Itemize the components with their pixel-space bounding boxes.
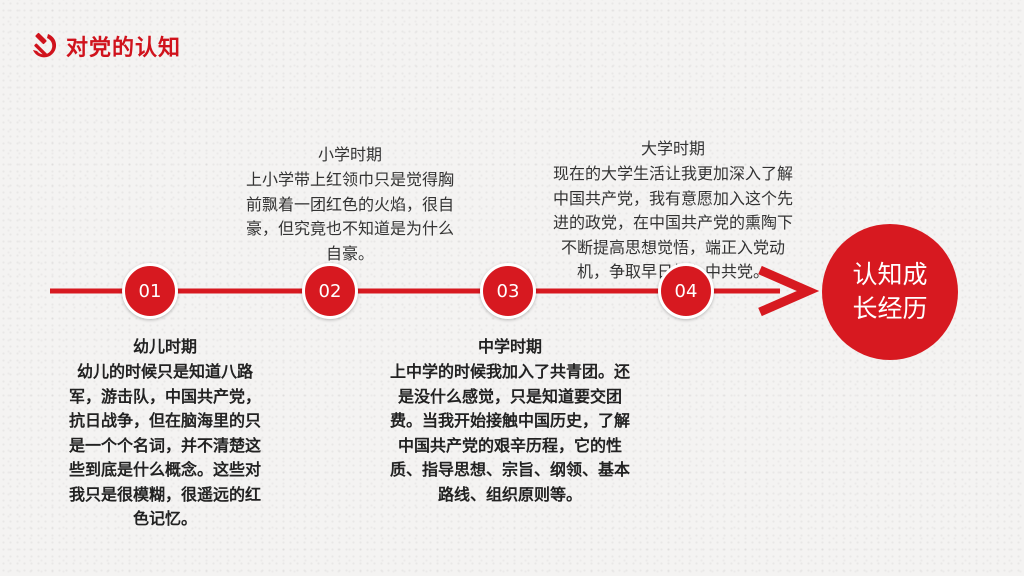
- stage-4-text: 大学时期 现在的大学生活让我更加深入了解中国共产党，我有意愿加入这个先进的政党，…: [553, 138, 793, 285]
- stage-1-body: 幼儿的时候只是知道八路军，游击队，中国共产党，抗日战争，但在脑海里的只是一个个名…: [68, 362, 261, 528]
- stage-4-body: 现在的大学生活让我更加深入了解中国共产党，我有意愿加入这个先进的政党，在中国共产…: [553, 164, 794, 281]
- stage-2-text: 小学时期 上小学带上红领巾只是觉得胸前飘着一团红色的火焰，很自豪，但究竟也不知道…: [240, 144, 460, 266]
- hammer-sickle-icon: [33, 32, 57, 58]
- stage-1-title: 幼儿时期: [132, 337, 197, 356]
- center-label: 认知成长经历: [852, 260, 928, 323]
- stage-3-body: 上中学的时候我加入了共青团。还是没什么感觉，只是知道要交团费。当我开始接触中国历…: [390, 362, 631, 504]
- stage-1-node: 01: [122, 263, 178, 319]
- stage-4-node: 04: [658, 263, 714, 319]
- stage-2-node: 02: [302, 263, 358, 319]
- stage-4-title: 大学时期: [640, 139, 705, 158]
- stage-2-body: 上小学带上红领巾只是觉得胸前飘着一团红色的火焰，很自豪，但究竟也不知道是为什么自…: [245, 170, 454, 263]
- page-title: 对党的认知: [66, 36, 182, 61]
- stage-2-title: 小学时期: [317, 145, 382, 164]
- stage-1-text: 幼儿时期 幼儿的时候只是知道八路军，游击队，中国共产党，抗日战争，但在脑海里的只…: [64, 336, 266, 532]
- stage-3-node: 03: [480, 263, 536, 319]
- center-circle: 认知成长经历: [822, 224, 958, 360]
- timeline-axis-arrowhead: [758, 265, 820, 317]
- stage-3-text: 中学时期 上中学的时候我加入了共青团。还是没什么感觉，只是知道要交团费。当我开始…: [390, 336, 630, 507]
- stage-3-title: 中学时期: [477, 337, 542, 356]
- header: 对党的认知: [28, 30, 181, 62]
